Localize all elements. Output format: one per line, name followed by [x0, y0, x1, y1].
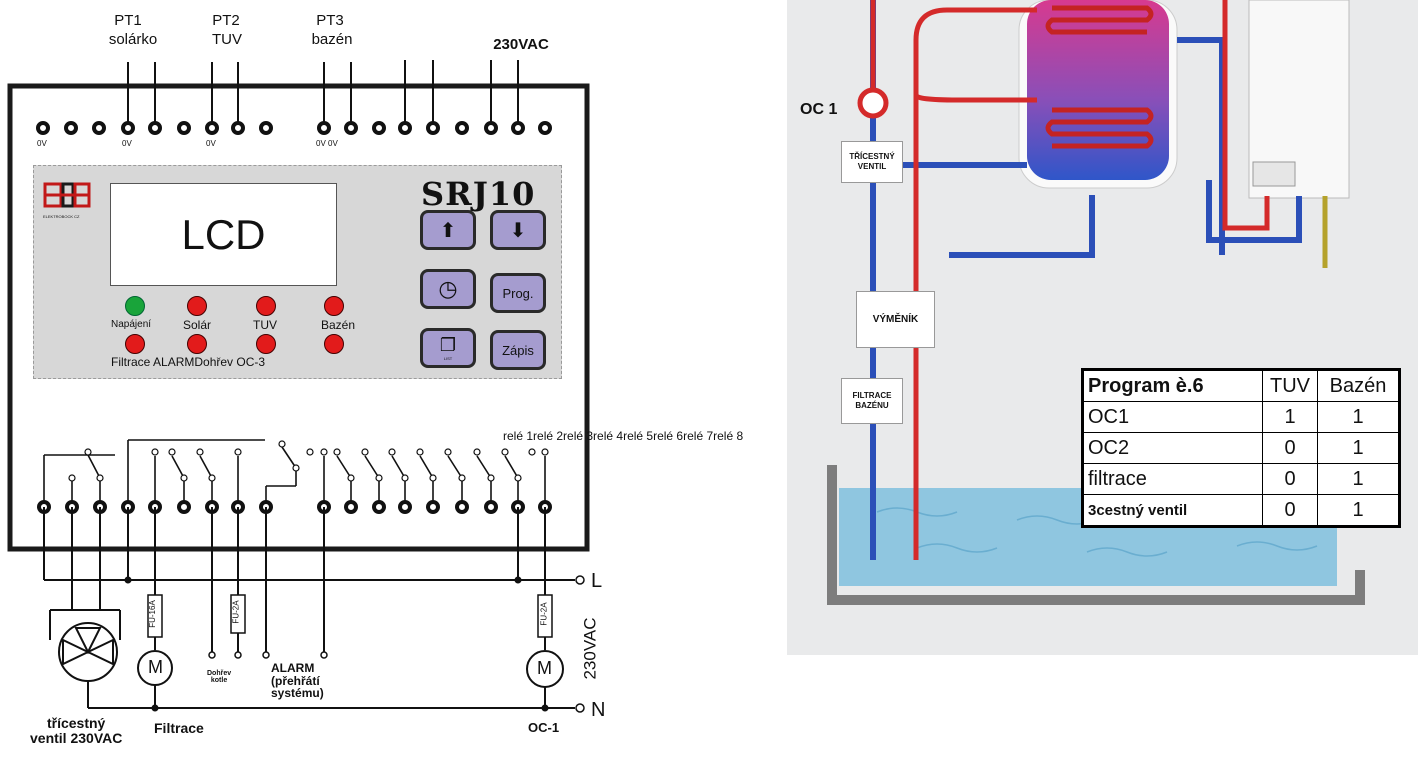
clock-button[interactable]: ◷ [420, 269, 476, 309]
table-header: Bazén [1317, 369, 1400, 402]
terminal-label-4: 0V [122, 139, 132, 148]
exchanger-tag-label: VÝMĚNÍK [872, 313, 919, 325]
prog-button[interactable]: Prog. [490, 273, 546, 313]
alarm-label: ALARM (přehřátí systému) [271, 661, 324, 701]
oc1-motor-label: M [537, 658, 552, 678]
table-row: 3cestný ventil 0 1 [1082, 494, 1400, 527]
filter-tag: FILTRACE BAZÉNU [841, 378, 903, 424]
pool-led [324, 296, 344, 316]
pt3-sublabel: bazén [311, 31, 353, 48]
model-name: SRJ10 [421, 175, 536, 213]
fuse2-label: FU-2A [231, 600, 241, 624]
list-button[interactable]: ❐ LIST [420, 328, 476, 368]
supply-vertical-label: 230VAC [580, 617, 600, 680]
junction-dots [124, 576, 549, 712]
filtration-label: Filtrace [154, 720, 204, 736]
table-cell: 0 [1262, 494, 1318, 527]
down-arrow-icon: ⬇ [509, 219, 527, 242]
valve-tag-label: TŘÍCESTNÝ VENTIL [849, 152, 895, 171]
exchanger-tag: VÝMĚNÍK [856, 291, 935, 348]
reheat-led [256, 334, 276, 354]
heating-coils [1045, 5, 1154, 149]
filter-tag-label: FILTRACE BAZÉNU [852, 391, 892, 410]
top-terminals [36, 121, 552, 135]
table-header: TUV [1262, 369, 1318, 402]
table-cell: filtrace [1082, 463, 1263, 495]
table-cell: 1 [1262, 401, 1318, 433]
table-cell: 1 [1317, 463, 1400, 495]
table-cell: 3cestný ventil [1082, 494, 1263, 527]
fuses [147, 594, 553, 638]
terminal-label-11: 0V 0V [316, 139, 338, 148]
alarm-led [187, 334, 207, 354]
power-led [125, 296, 145, 316]
supply-label: 230VAC [493, 36, 549, 53]
relay-contact-points [68, 440, 549, 482]
oc3-led [324, 334, 344, 354]
down-button[interactable]: ⬇ [490, 210, 546, 250]
table-cell: 1 [1317, 401, 1400, 433]
program-table: Program è.6 TUV Bazén OC1 1 1 OC2 0 1 fi… [1081, 368, 1401, 528]
motors [137, 650, 564, 688]
oc1-pump-symbol [857, 87, 889, 119]
terminal-label-7: 0V [206, 139, 216, 148]
table-header-row: Program è.6 TUV Bazén [1082, 369, 1400, 402]
write-button[interactable]: Zápis [490, 330, 546, 370]
three-way-valve-symbol [58, 622, 118, 682]
up-button[interactable]: ⬆ [420, 210, 476, 250]
tuv-led [256, 296, 276, 316]
power-led-label: Napájení [111, 319, 152, 330]
solar-led-label: Solár [183, 318, 212, 332]
terminal-label-1: 0V [37, 139, 47, 148]
pool-led-label: Bazén [321, 318, 356, 332]
valve-tag: TŘÍCESTNÝ VENTIL [841, 141, 903, 183]
pt1-label: PT1 [114, 12, 142, 29]
up-arrow-icon: ⬆ [439, 219, 457, 242]
table-row: OC2 0 1 [1082, 432, 1400, 464]
logo-text: ELEKTROBOCK CZ [43, 214, 80, 219]
pt2-label: PT2 [212, 12, 240, 29]
filtration-motor-label: M [148, 657, 163, 677]
wire-ends [208, 575, 585, 713]
lcd-label: LCD [181, 210, 266, 258]
filtration-led [125, 334, 145, 354]
write-button-label: Zápis [502, 342, 534, 358]
prog-button-label: Prog. [502, 285, 534, 301]
list-icon: ❐ [439, 335, 457, 355]
external-wiring [43, 507, 575, 709]
oc1-label: OC 1 [800, 101, 838, 118]
line-l-label: L [591, 570, 603, 592]
table-row: filtrace 0 1 [1082, 463, 1400, 495]
table-cell: 0 [1262, 432, 1318, 464]
pt3-label: PT3 [316, 12, 344, 29]
led-row2-labels: Filtrace ALARMDohřev OC-3 [111, 355, 266, 369]
relay-labels: relé 1relé 2relé 3relé 4relé 5relé 6relé… [503, 429, 744, 443]
table-header: Program è.6 [1082, 369, 1263, 402]
lcd-display: LCD [110, 183, 337, 286]
clock-icon: ◷ [438, 276, 458, 301]
reheat-label: Dohřev kotle [207, 670, 232, 684]
pt2-sublabel: TUV [212, 31, 242, 48]
table-row: OC1 1 1 [1082, 401, 1400, 433]
tuv-led-label: TUV [253, 318, 277, 332]
list-button-label: LIST [443, 356, 453, 361]
elektrobock-logo [43, 182, 91, 216]
top-wires [127, 60, 519, 128]
oc1-output-label: OC-1 [528, 720, 560, 735]
valve-label: třícestný ventil 230VAC [30, 715, 123, 746]
table-cell: OC1 [1082, 401, 1263, 433]
boiler-panel [1252, 161, 1296, 187]
solar-led [187, 296, 207, 316]
fuse1-label: FU-16A [147, 600, 157, 628]
hydraulic-scheme: TŘÍCESTNÝ VENTIL VÝMĚNÍK FILTRACE BAZÉNU [787, 0, 1418, 655]
fuse3-label: FU-2A [539, 602, 549, 626]
pool-wall [827, 465, 1365, 605]
line-n-label: N [591, 699, 606, 721]
table-cell: 1 [1317, 494, 1400, 527]
table-cell: 0 [1262, 463, 1318, 495]
pt1-sublabel: solárko [108, 31, 158, 48]
table-cell: OC2 [1082, 432, 1263, 464]
table-cell: 1 [1317, 432, 1400, 464]
elektrobock-logo-mark [43, 182, 91, 208]
